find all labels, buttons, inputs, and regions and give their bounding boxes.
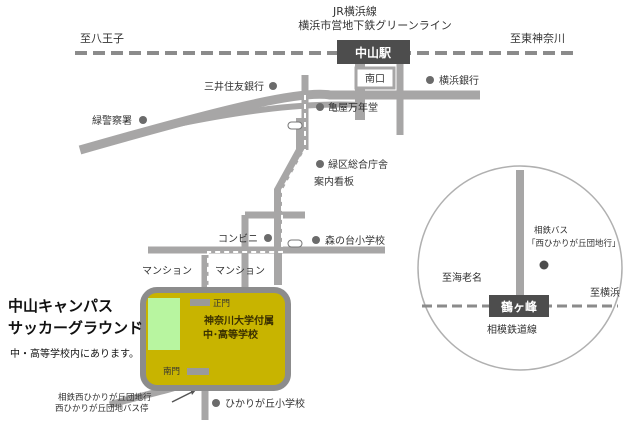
mori-elementary-label: 森の台小学校 [325,234,385,247]
landmark-dot-icon [316,103,324,111]
nakayama-station [337,40,410,64]
police-label: 緑警察署 [92,114,132,127]
landmark-dot-icon [264,234,272,242]
south-exit-label: 南口 [365,72,385,85]
inset-to-yokohama: 至横浜 [590,286,620,299]
ward-office-label: 緑区総合庁舎 [328,158,388,171]
inset-station-name: 鶴ヶ峰 [501,299,538,314]
campus-note: 中・高等学校内にあります。 [10,347,139,360]
main-gate-label: 正門 [213,299,230,309]
soccer-ground [148,298,180,350]
school-name-line1: 神奈川大学付属 [204,314,274,327]
info-board-label: 案内看板 [314,175,354,188]
south-exit-box [354,66,396,90]
bus-stop-icon [287,121,303,130]
mansion-label-2: マンション [215,266,265,277]
yokohama-bank-label: 横浜銀行 [439,74,479,87]
to-hachioji-label: 至八王子 [80,32,124,45]
inset-railway-label: 相模鉄道線 [487,323,537,336]
inset-map: 鶴ヶ峰 相模鉄道線 至海老名 至横浜 相鉄バス 「西ひかりが丘団地行」 [417,165,623,371]
bus-stop-label-2: 西ひかりが丘団地バス停 [55,403,149,414]
landmark-dot-icon [212,399,220,407]
bus-stop-arrow-icon [171,391,193,403]
landmark-dot-icon [426,76,434,84]
station-name: 中山駅 [355,45,392,60]
landmark-dots [139,76,434,407]
conbini-label: コンビニ [218,233,258,245]
school-name-line2: 中･高等学校 [203,328,259,341]
landmark-dot-icon [139,116,147,124]
main-gate-block [190,299,210,306]
subway-line-label: 横浜市営地下鉄グリーンライン [298,18,451,32]
south-gate-block [187,368,209,375]
mansion-label-1: マンション [142,266,192,277]
route-dash-icon [207,95,306,293]
inset-bus-line1: 相鉄バス [534,225,568,236]
inset-to-ebina: 至海老名 [442,271,482,284]
bus-stop-label-1: 相鉄西ひかりが丘団地行 [58,392,152,403]
campus-title-line2: サッカーグラウンド [8,319,143,337]
kameya-label: 亀屋万年堂 [328,101,378,114]
landmark-dot-icon [316,160,324,168]
jr-line-label: JR横浜線 [332,4,377,18]
landmark-dot-icon [269,82,277,90]
hikari-elementary-label: ひかりが丘小学校 [225,397,305,410]
campus-title-line1: 中山キャンパス [8,297,113,315]
landmark-dot-icon [312,236,320,244]
bus-stop-icon [287,239,303,248]
inset-station-block [489,295,549,317]
mitsui-bank-label: 三井住友銀行 [204,80,264,93]
south-gate-label: 南門 [163,366,180,377]
inset-bus-line2: 「西ひかりが丘団地行」 [527,238,621,249]
to-higashikanagawa-label: 至東神奈川 [510,31,565,45]
landmark-dot-icon [539,260,549,270]
